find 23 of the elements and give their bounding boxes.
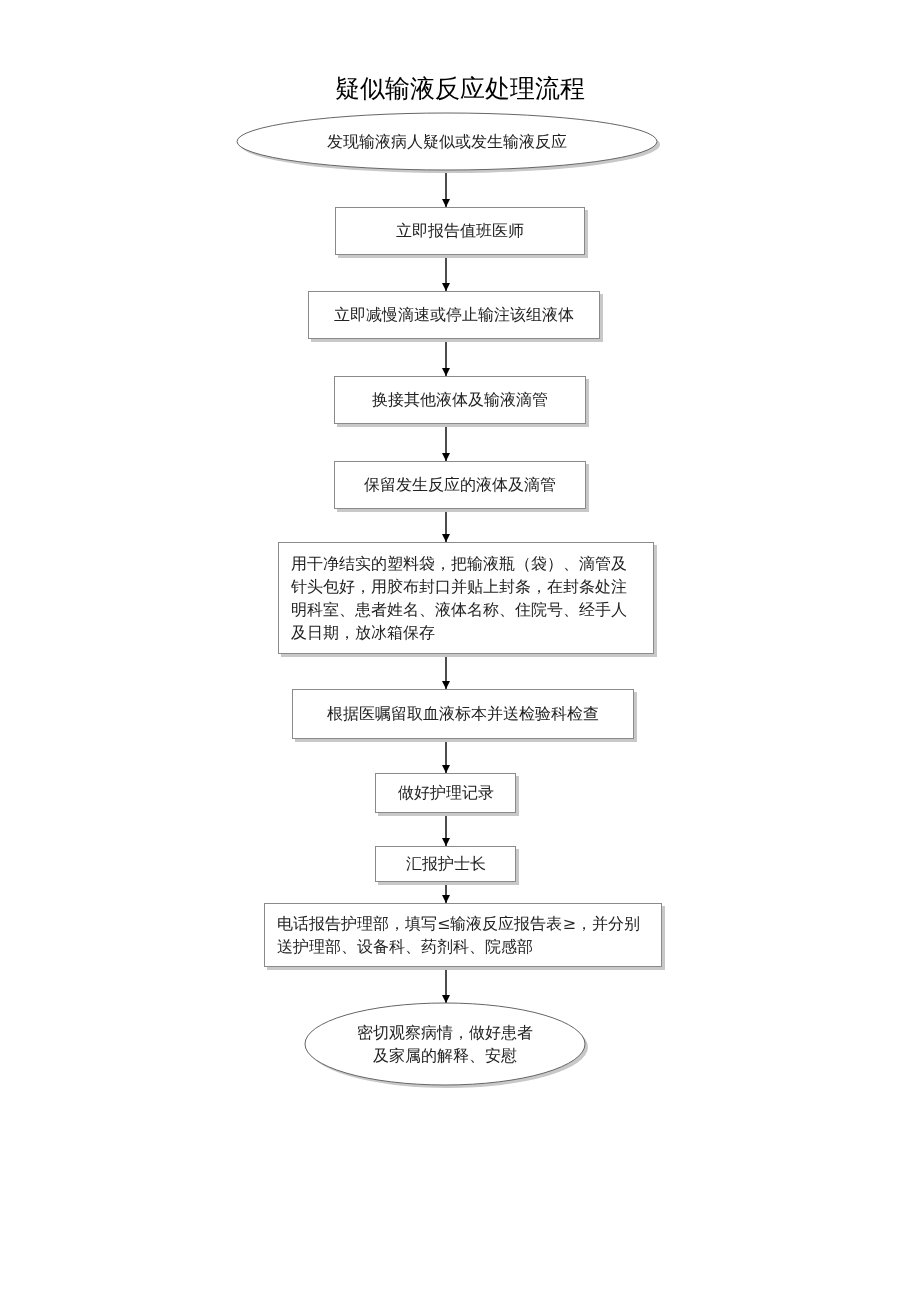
diagram-title: 疑似输液反应处理流程: [334, 73, 586, 105]
process-box: [292, 689, 634, 739]
step-text: 保留发生反应的液体及滴管: [364, 474, 556, 497]
terminal-ellipse: [305, 1003, 585, 1085]
step-text: 用干净结实的塑料袋，把输液瓶（袋）、滴管及针头包好，用胶布封口并贴上封条，在封条处注明科室、患者姓名、液体名称、住院号、经手人及日期，放冰箱保存: [291, 552, 628, 645]
step-text: 密切观察病情，做好患者及家属的解释、安慰: [356, 1021, 534, 1067]
process-box: [375, 773, 516, 813]
process-box: [375, 846, 516, 882]
process-box: [335, 207, 585, 255]
step-text: 做好护理记录: [397, 782, 494, 805]
step-text: 电话报告护理部，填写≤输液反应报告表≥，并分别送护理部、设备科、药剂科、院感部: [277, 912, 641, 958]
terminal-ellipse: [237, 113, 657, 170]
process-box: [334, 461, 586, 509]
process-box: [308, 291, 600, 339]
step-text: 换接其他液体及输液滴管: [372, 389, 548, 412]
step-text: 发现输液病人疑似或发生输液反应: [327, 130, 567, 153]
step-text: 汇报护士长: [405, 853, 486, 876]
step-text: 立即减慢滴速或停止输注该组液体: [334, 304, 574, 327]
process-box: [264, 903, 662, 967]
step-text: 根据医嘱留取血液标本并送检验科检查: [327, 703, 599, 726]
process-box: [278, 542, 654, 654]
step-text: 立即报告值班医师: [396, 220, 524, 243]
process-box: [334, 376, 586, 424]
